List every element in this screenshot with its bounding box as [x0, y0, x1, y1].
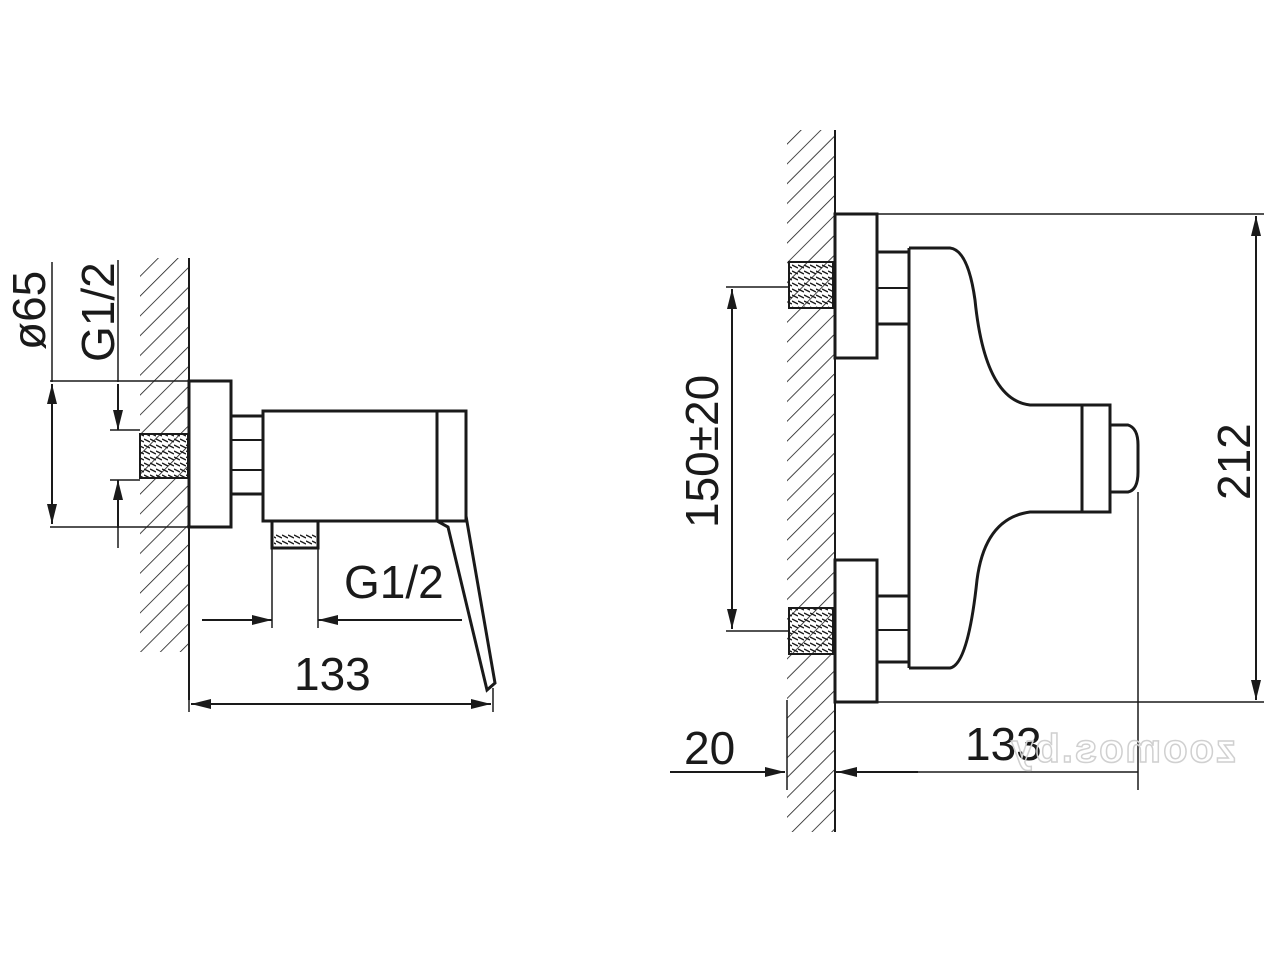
outlet-thread-label: G1/2 [344, 556, 444, 608]
side-union-nut [229, 414, 265, 496]
front-length-label: 133 [965, 718, 1042, 770]
front-lower-escutcheon [833, 558, 879, 704]
side-escutcheon [187, 379, 233, 529]
front-mixer-body [909, 246, 1084, 670]
wall-offset-label: 20 [684, 722, 735, 774]
height-label: 212 [1208, 423, 1260, 500]
front-upper-thread [788, 261, 834, 309]
front-lower-thread [788, 607, 834, 655]
inlet-spacing-label: 150±20 [676, 375, 728, 528]
front-view: 150±20 212 20 133 zoomos.by [670, 130, 1264, 832]
side-outlet-thread [274, 534, 316, 548]
front-upper-escutcheon [833, 212, 879, 360]
front-knob-cap [1110, 423, 1140, 494]
front-wall-hatch [787, 130, 835, 832]
side-length-label: 133 [294, 648, 371, 700]
side-inlet-thread [139, 433, 189, 479]
diameter-label: ø65 [3, 271, 55, 350]
front-knob-collar [1080, 403, 1112, 514]
side-lever [435, 409, 497, 693]
watermark: zoomos.by [1009, 727, 1236, 771]
inlet-thread-label: G1/2 [72, 262, 124, 362]
side-view: ø65 G1/2 G1/2 133 [3, 258, 497, 712]
